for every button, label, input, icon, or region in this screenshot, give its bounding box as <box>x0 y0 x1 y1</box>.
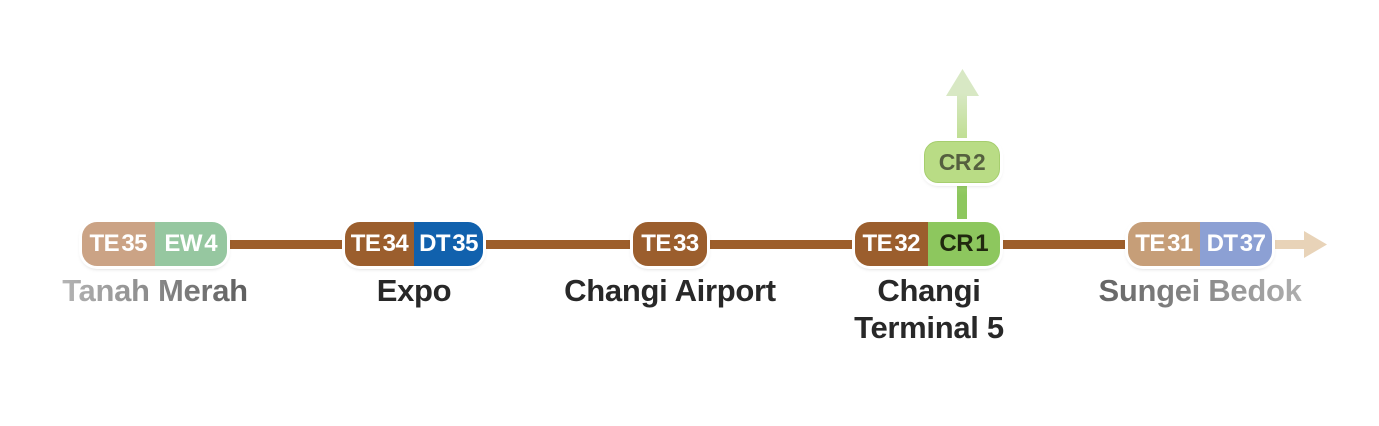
station-name-sungei-bedok: Sungei Bedok <box>1098 273 1302 308</box>
badge-code-cr1: CR 1 <box>927 222 1000 266</box>
station-badge-sungei-bedok: TE 31 DT 37 <box>1128 222 1272 266</box>
station-badge-expo: TE 34 DT 35 <box>345 222 483 266</box>
station-name-expo: Expo <box>376 273 452 308</box>
badge-code-te32: TE 32 <box>855 222 928 266</box>
line-continuation-shaft <box>1268 240 1306 249</box>
badge-code-te35: TE 35 <box>82 222 155 266</box>
badge-code-te34: TE 34 <box>345 222 414 266</box>
station-badge-changi-airport: TE 33 <box>633 222 707 266</box>
station-name-changi-terminal-5: Changi Terminal 5 <box>854 272 1004 346</box>
station-name-changi-airport: Changi Airport <box>564 273 776 308</box>
badge-code-te33: TE 33 <box>633 222 707 266</box>
badge-code-ew4: EW 4 <box>154 222 227 266</box>
station-name-line2: Terminal 5 <box>854 310 1004 345</box>
badge-code-dt37: DT 37 <box>1200 222 1272 266</box>
station-badge-changi-terminal-5: TE 32 CR 1 <box>855 222 1000 266</box>
line-continuation-arrow-icon <box>1304 231 1327 258</box>
badge-code-te31: TE 31 <box>1128 222 1200 266</box>
station-badge-cr2: CR 2 <box>924 141 1000 183</box>
station-name-tanah-merah: Tanah Merah <box>62 273 248 308</box>
station-badge-tanah-merah: TE 35 EW 4 <box>82 222 227 266</box>
branch-up-arrow-icon <box>946 69 979 96</box>
badge-code-dt35: DT 35 <box>414 222 483 266</box>
station-name-line1: Changi <box>877 273 981 308</box>
